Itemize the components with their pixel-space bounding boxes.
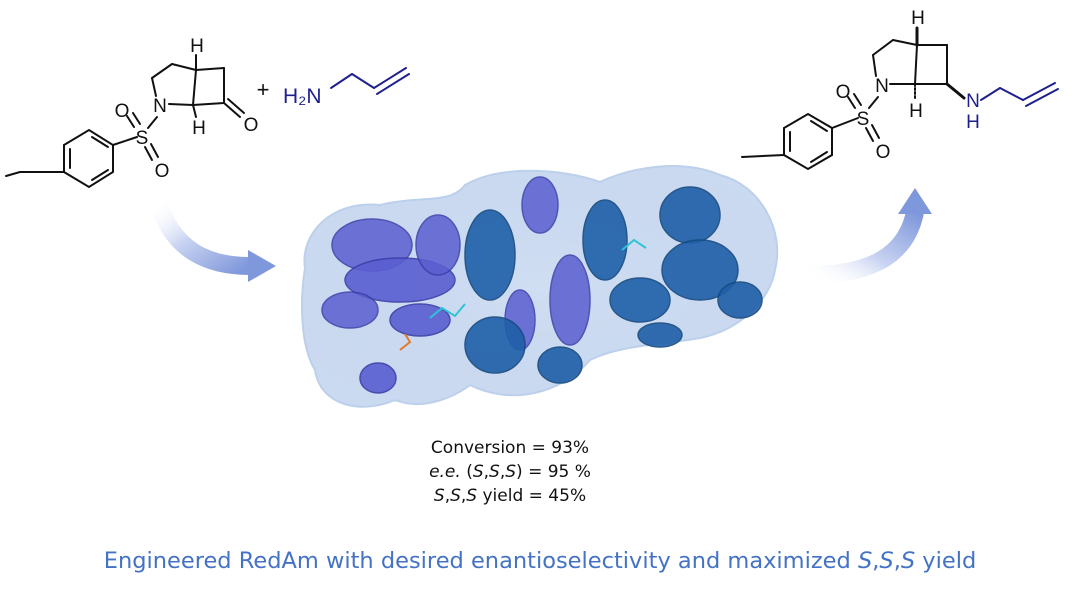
- protein-chain-purple: [321, 176, 591, 394]
- reactant-sulfonyl-oxygen-lower: O: [155, 161, 170, 182]
- cofactor-ligands: [399, 238, 647, 351]
- product-structure: [741, 26, 966, 171]
- reactant-nitrogen: N: [153, 96, 167, 117]
- product-atom-labels: H N H S O O N H: [836, 8, 980, 163]
- plus-sign: +: [257, 77, 270, 102]
- ee-s2: S: [489, 462, 500, 482]
- protein-chain-blue: [464, 186, 763, 384]
- yield-sep2: ,: [460, 486, 467, 506]
- product-amine-nitrogen: N: [966, 91, 980, 112]
- caption-s1: S: [857, 548, 873, 574]
- reactant-atom-labels: H N H O S O O +: [115, 36, 270, 182]
- yield-sep1: ,: [444, 486, 451, 506]
- reactant-sulfur: S: [136, 128, 149, 149]
- allylamine-structure: [330, 67, 410, 95]
- ee-result: e.e. (S,S,S) = 95 %: [380, 460, 640, 484]
- yield-s2: S: [450, 486, 461, 506]
- caption-sep1: ,: [872, 548, 880, 574]
- product-h-bottom: H: [909, 101, 923, 122]
- figure-caption: Engineered RedAm with desired enantiosel…: [0, 548, 1080, 574]
- reactant-h-top: H: [190, 36, 204, 57]
- product-allyl-chain: [980, 82, 1059, 107]
- reaction-arrow-left: [149, 197, 276, 282]
- reactant-h-bottom: H: [192, 118, 206, 139]
- product-sulfur: S: [857, 109, 870, 130]
- caption-tail: yield: [915, 548, 977, 574]
- allylamine-label: H₂N: [283, 85, 321, 108]
- ee-open: (: [460, 462, 473, 482]
- reactant-ketone-oxygen: O: [244, 115, 259, 136]
- ee-s1: S: [472, 462, 484, 482]
- yield-s3: S: [466, 486, 478, 506]
- ee-sep2: ,: [499, 462, 506, 482]
- results-summary: Conversion = 93% e.e. (S,S,S) = 95 % S,S…: [380, 436, 640, 508]
- product-nitrogen: N: [875, 76, 889, 97]
- yield-s1: S: [433, 486, 445, 506]
- product-amine-hydrogen: H: [966, 112, 980, 133]
- ee-sep1: ,: [483, 462, 490, 482]
- redam-protein-structure: [301, 165, 779, 408]
- ee-close: ) = 95 %: [516, 462, 591, 482]
- yield-text: yield = 45%: [477, 486, 587, 506]
- reactant-sulfonyl-oxygen-upper: O: [115, 101, 130, 122]
- reactant-structure: [5, 54, 245, 189]
- caption-s2: S: [879, 548, 894, 574]
- ee-prefix: e.e.: [429, 462, 461, 482]
- reaction-arrow-right: [807, 188, 932, 284]
- caption-s3: S: [900, 548, 916, 574]
- caption-sep2: ,: [893, 548, 901, 574]
- yield-result: S,S,S yield = 45%: [380, 484, 640, 508]
- caption-main: Engineered RedAm with desired enantiosel…: [103, 548, 858, 574]
- ee-s3: S: [505, 462, 517, 482]
- product-tolyl-ring: [783, 112, 833, 171]
- product-sulfonyl-oxygen-upper: O: [836, 82, 851, 103]
- product-sulfonyl-oxygen-lower: O: [876, 142, 891, 163]
- reactant-tolyl-ring: [63, 128, 114, 189]
- conversion-result: Conversion = 93%: [430, 438, 590, 458]
- product-h-top: H: [911, 8, 925, 29]
